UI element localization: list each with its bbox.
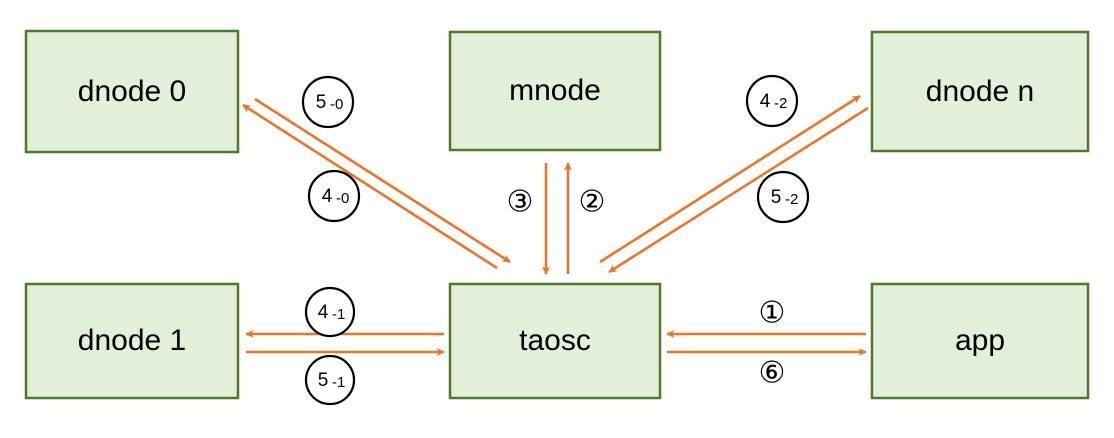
node-app[interactable]: app (870, 282, 1090, 400)
badge-label-sub: -0 (330, 96, 343, 113)
node-label: dnode 1 (78, 324, 186, 357)
flow-line-5-2[interactable] (608, 106, 869, 274)
badge-ring (745, 74, 799, 128)
badge-label-main: 4 (322, 186, 333, 207)
badge-5-2[interactable]: 5 -2 (756, 170, 810, 224)
badge-ring (307, 169, 361, 223)
badge-1[interactable]: ① (759, 296, 786, 331)
node-mnode[interactable]: mnode (448, 30, 662, 152)
badge-label-main: 5 (771, 187, 782, 208)
badge-label-main: 4 (318, 302, 329, 323)
node-label: mnode (509, 74, 601, 107)
flow-line-4-2[interactable] (599, 94, 861, 264)
node-box (870, 282, 1090, 400)
node-box (448, 282, 662, 400)
node-box (870, 30, 1090, 153)
badge-4-0[interactable]: 4 -0 (307, 169, 361, 223)
node-dnoden[interactable]: dnode n (870, 30, 1090, 153)
node-box (448, 30, 662, 152)
badge-2[interactable]: ② (579, 185, 606, 220)
badge-6[interactable]: ⑥ (759, 356, 786, 391)
node-dnode1[interactable]: dnode 1 (24, 282, 240, 400)
badge-label-sub: -1 (332, 374, 345, 391)
badge-label-sub: -2 (774, 95, 787, 112)
node-label: taosc (519, 324, 591, 357)
badge-ring (756, 170, 810, 224)
badge-ring (301, 75, 355, 129)
node-taosc[interactable]: taosc (448, 282, 662, 400)
badge-label-sub: -1 (332, 306, 345, 323)
badge-label-main: 5 (318, 370, 329, 391)
badge-3[interactable]: ③ (507, 185, 534, 220)
flow-line-5-0[interactable] (242, 103, 498, 270)
badge-4-1[interactable]: 4 -1 (304, 286, 356, 338)
node-label: app (955, 324, 1005, 357)
node-label: dnode n (926, 75, 1034, 108)
node-label: dnode 0 (78, 75, 186, 108)
badge-ring (304, 354, 356, 406)
badge-label-main: 5 (316, 92, 327, 113)
node-dnode0[interactable]: dnode 0 (24, 29, 240, 154)
badge-4-2[interactable]: 4 -2 (745, 74, 799, 128)
badge-label-sub: -0 (336, 190, 349, 207)
node-box (24, 282, 240, 400)
badge-ring (304, 286, 356, 338)
node-box (24, 29, 240, 154)
badge-label-sub: -2 (785, 191, 798, 208)
badge-5-1[interactable]: 5 -1 (304, 354, 356, 406)
flow-line-4-0[interactable] (254, 97, 511, 264)
badge-label-main: 4 (760, 91, 771, 112)
badge-5-0[interactable]: 5 -0 (301, 75, 355, 129)
